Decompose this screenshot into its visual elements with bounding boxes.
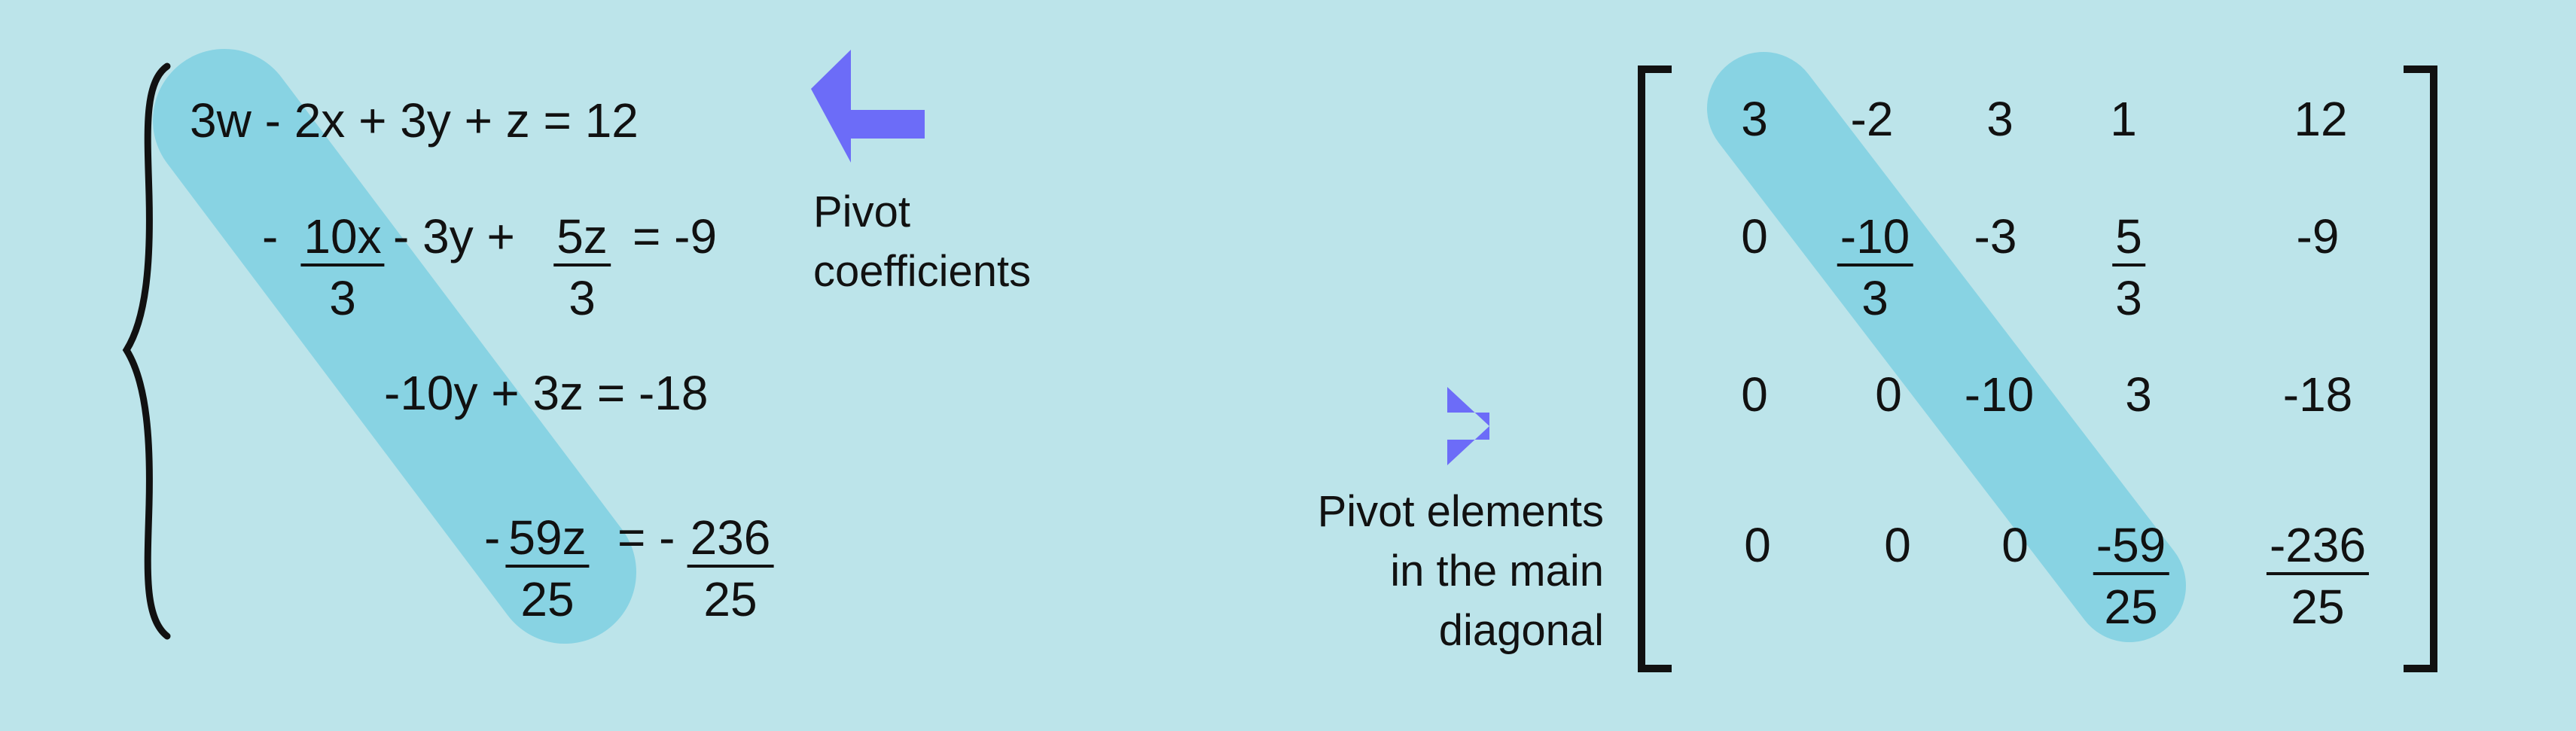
pivot-elements-label: Pivot elements in the main diagonal [1318, 482, 1604, 660]
system-brace [122, 62, 171, 640]
matrix-cell-r4c2: 0 [1884, 518, 1911, 572]
fraction-denominator: 25 [520, 572, 575, 626]
equation-row-3: -10y + 3z = -18 [384, 366, 709, 420]
matrix-cell-r1c4: 1 [2110, 92, 2137, 146]
arrow-right-icon [1447, 387, 1489, 465]
matrix-cell-r3c3: -10 [1964, 367, 2035, 422]
equation-row-4-fraction-1: 59z 25 [505, 513, 590, 626]
matrix-cell-r4c4: -59 25 [2093, 521, 2169, 631]
matrix-cell-r3c2: 0 [1875, 367, 1902, 422]
label-line: diagonal [1438, 606, 1604, 655]
matrix-right-bracket [2404, 65, 2437, 672]
equation-row-2-fraction-1: 10x 3 [300, 212, 385, 325]
fraction-numerator: 10x [300, 212, 385, 267]
equation-row-4-lead: - [484, 510, 501, 565]
pivot-highlight-equations [153, 49, 636, 644]
matrix-cell-r1c5: 12 [2294, 92, 2348, 146]
matrix-left-bracket [1638, 65, 1672, 672]
matrix-cell-r4c1: 0 [1744, 518, 1771, 572]
equation-row-4-fraction-2: 236 25 [687, 513, 774, 623]
fraction-denominator: 25 [703, 572, 758, 626]
matrix-cell-r1c2: -2 [1850, 92, 1894, 146]
matrix-cell-r2c5: -9 [2296, 209, 2340, 263]
equation-row-2-fraction-2: 5z 3 [553, 212, 611, 322]
matrix-cell-r2c1: 0 [1741, 209, 1768, 263]
arrow-left-icon [811, 50, 925, 163]
matrix-cell-r2c4: 5 3 [2112, 212, 2145, 322]
fraction-numerator: 59z [505, 513, 590, 568]
fraction-denominator: 25 [2104, 580, 2158, 634]
label-line: coefficients [813, 247, 1032, 296]
label-line: Pivot [813, 187, 910, 236]
fraction-numerator: -59 [2093, 521, 2169, 575]
equation-row-2-middle: - 3y + [393, 209, 515, 263]
fraction-denominator: 25 [2291, 580, 2345, 634]
fraction-numerator: 5 [2112, 212, 2145, 267]
fraction-denominator: 3 [1861, 271, 1889, 325]
matrix-cell-r1c1: 3 [1741, 92, 1768, 146]
matrix-cell-r2c3: -3 [1974, 209, 2017, 263]
label-line: Pivot elements [1317, 487, 1604, 536]
fraction-denominator: 3 [569, 271, 596, 325]
pivot-highlight-matrix [1707, 52, 2186, 642]
matrix-cell-r3c4: 3 [2125, 367, 2152, 422]
label-line: in the main [1390, 547, 1604, 595]
equation-row-2-rhs: = -9 [633, 209, 718, 263]
matrix-cell-r4c3: 0 [2001, 518, 2029, 572]
matrix-cell-r3c1: 0 [1741, 367, 1768, 422]
fraction-numerator: 236 [687, 513, 774, 568]
equation-row-2-lead: - [262, 209, 279, 263]
matrix-cell-r2c2: -10 3 [1837, 212, 1913, 322]
matrix-cell-r4c5: -236 25 [2266, 521, 2370, 634]
fraction-denominator: 3 [329, 271, 356, 325]
fraction-numerator: -10 [1837, 212, 1913, 267]
fraction-numerator: -236 [2266, 521, 2370, 575]
matrix-cell-r1c3: 3 [1986, 92, 2014, 146]
equation-row-4-middle: = - [617, 510, 675, 565]
fraction-denominator: 3 [2115, 271, 2142, 325]
pivot-coefficients-label: Pivot coefficients [813, 182, 1031, 301]
matrix-cell-r3c5: -18 [2282, 367, 2353, 422]
equation-row-1: 3w - 2x + 3y + z = 12 [190, 93, 639, 148]
fraction-numerator: 5z [553, 212, 611, 267]
